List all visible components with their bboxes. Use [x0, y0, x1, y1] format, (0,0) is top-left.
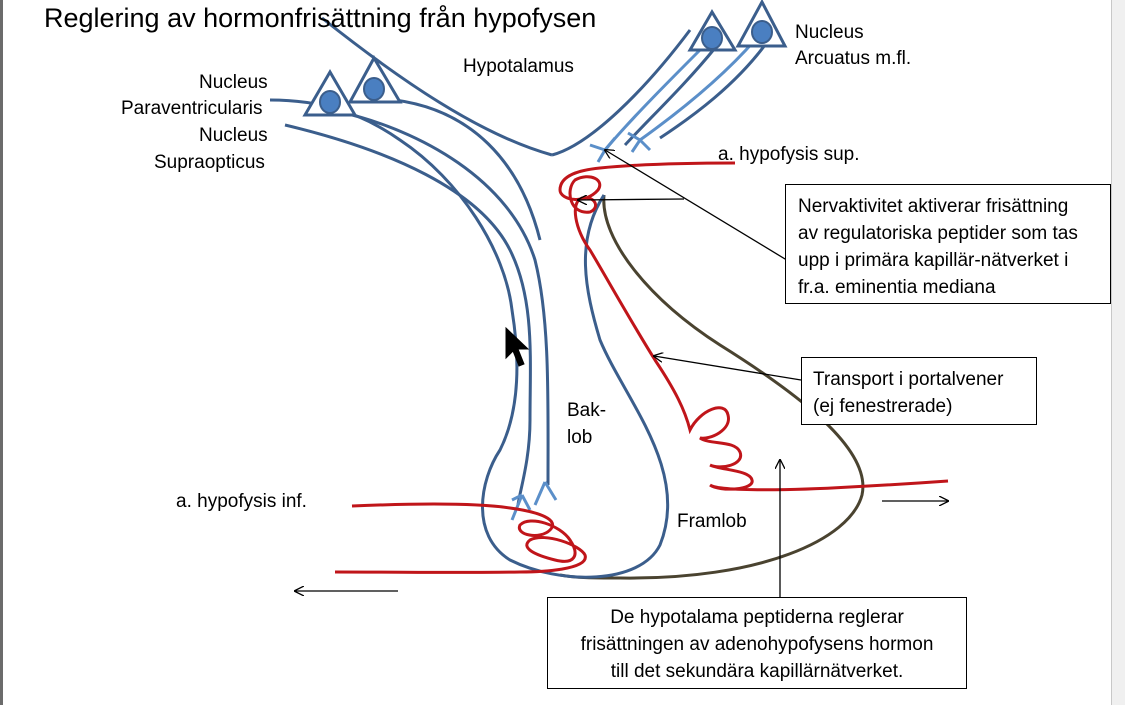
axon-arcuate-1	[603, 43, 707, 151]
neuron-arcuate-1	[687, 9, 738, 52]
label-a-hypofysis-inf: a. hypofysis inf.	[176, 491, 307, 512]
annotation-nerve-activity-line-1: Nervaktivitet aktiverar frisättning	[798, 196, 1069, 217]
arrow-portal-transport	[654, 356, 802, 381]
label-hypothalamus: Hypotalamus	[463, 56, 574, 77]
annotation-nerve-activity-line-3: upp i primära kapillär-nätverket i	[798, 250, 1069, 271]
stalk-left-outline	[321, 16, 553, 157]
window-right-strip	[1112, 0, 1125, 705]
label-paraventricularis: Paraventricularis	[121, 98, 263, 119]
annotation-portal-transport: Transport i portalvener (ej fenestrerade…	[801, 357, 1037, 425]
mouse-cursor-icon	[505, 326, 530, 367]
posterior-terminal-2	[533, 481, 558, 506]
annotation-portal-transport-line-2: (ej fenestrerade)	[813, 396, 953, 417]
annotation-nerve-activity: Nervaktivitet aktiverar frisättning av r…	[785, 184, 1111, 304]
neuron-arcuate-2	[735, 0, 788, 48]
axon-supraoptic	[394, 98, 542, 241]
axon-paraventricular-outer	[284, 123, 532, 506]
label-supraopticus: Supraopticus	[154, 152, 265, 173]
arcuate-terminal-1	[589, 137, 617, 163]
posterior-terminal-1	[510, 493, 532, 521]
slide-title: Reglering av hormonfrisättning från hypo…	[44, 3, 597, 33]
label-baklob-2: lob	[567, 427, 593, 448]
annotation-peptides-regulate-line-2: frisättningen av adenohypofysens hormon	[580, 634, 934, 655]
posterior-lobe-outline	[269, 98, 670, 579]
arcuate-terminal-2	[627, 131, 652, 153]
neuron-paraventricular-1	[302, 69, 358, 117]
label-a-hypofysis-sup: a. hypofysis sup.	[718, 144, 860, 165]
axon-paraventricular-inner	[339, 110, 550, 486]
window-left-edge	[0, 0, 3, 705]
annotation-nerve-activity-line-4: fr.a. eminentia mediana	[798, 277, 996, 298]
artery-inferior	[334, 502, 587, 574]
label-nucleus-arcuatus-2: Arcuatus m.fl.	[795, 48, 912, 69]
arrow-to-primary-plexus	[578, 199, 685, 200]
annotation-peptides-regulate-line-3: till det sekundära kapillärnätverket.	[610, 661, 904, 682]
stalk-right-outline	[551, 29, 692, 157]
axon-arcuate-4	[659, 44, 767, 140]
label-baklob-1: Bak-	[567, 400, 607, 421]
arrow-nerve-to-terminal	[605, 150, 791, 263]
label-nucleus-arcuatus-1: Nucleus	[795, 22, 864, 43]
annotation-peptides-regulate: De hypotalama peptiderna reglerar frisät…	[547, 597, 967, 689]
label-nucleus-1: Nucleus	[199, 72, 268, 93]
label-framlob: Framlob	[677, 511, 747, 532]
anterior-lobe-outline	[559, 194, 865, 580]
axon-arcuate-2	[639, 39, 757, 142]
neuron-paraventricular-2	[347, 54, 403, 104]
annotation-portal-transport-line-1: Transport i portalvener	[813, 369, 1004, 390]
annotation-nerve-activity-line-2: av regulatoriska peptider som tas	[798, 223, 1078, 244]
label-nucleus-2: Nucleus	[199, 125, 268, 146]
window-right-edge	[1111, 0, 1112, 705]
artery-superior-and-portal	[558, 161, 949, 492]
annotation-peptides-regulate-line-1: De hypotalama peptiderna reglerar	[610, 607, 904, 628]
